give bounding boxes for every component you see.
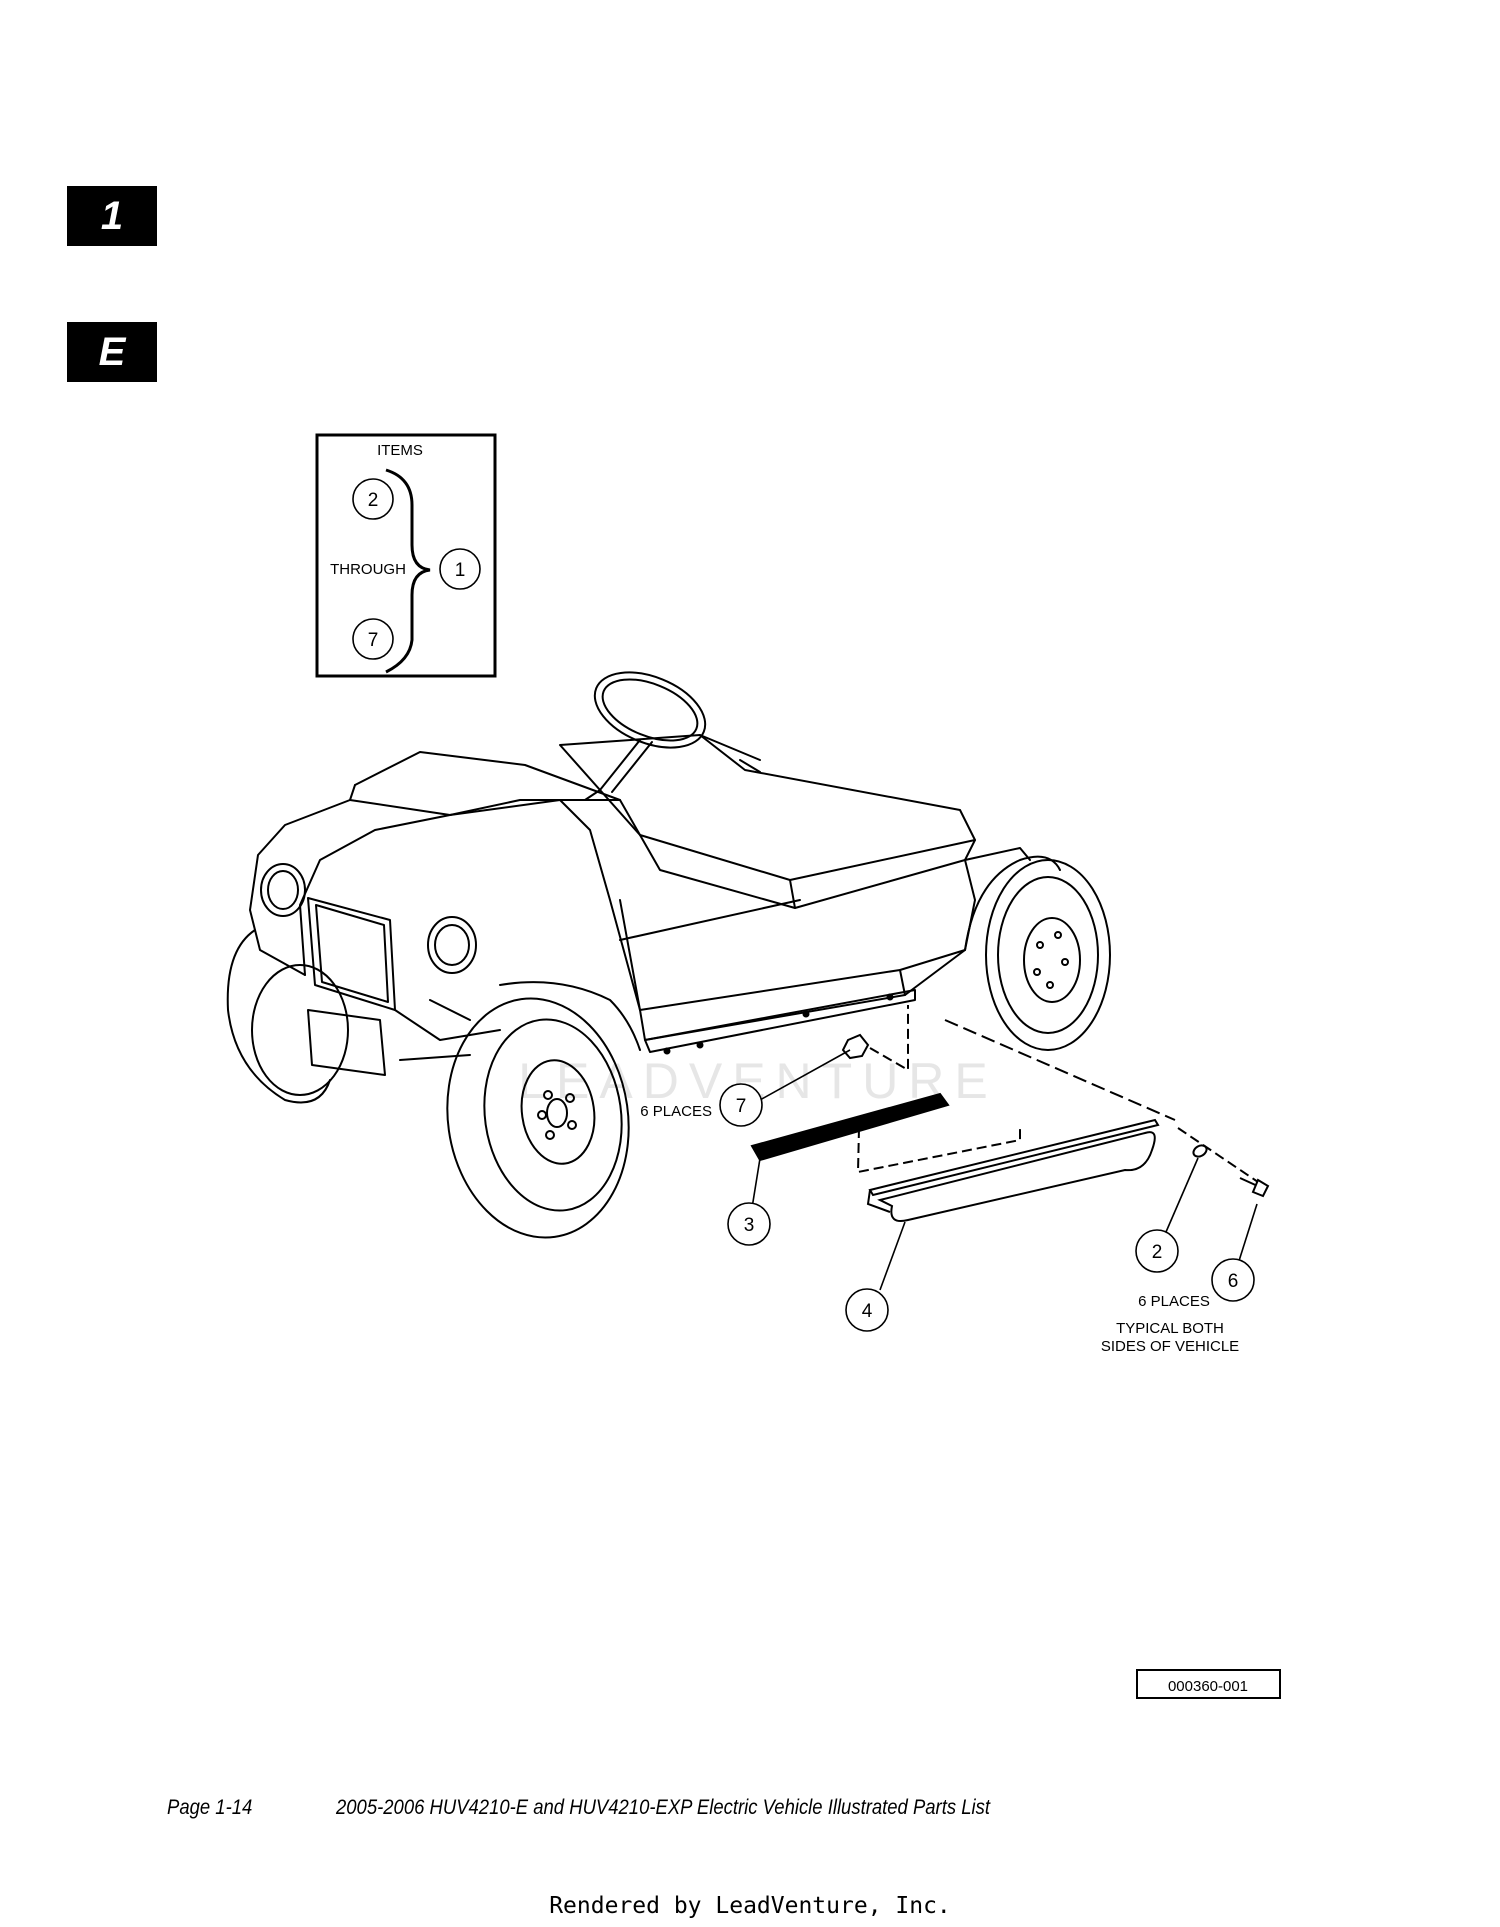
figure-id-box: 000360-001: [1136, 1669, 1281, 1699]
footer-document-title: 2005-2006 HUV4210-E and HUV4210-EXP Elec…: [336, 1796, 990, 1819]
callout-6: 6: [1211, 1258, 1255, 1302]
note-six-places-left: 6 PLACES: [640, 1103, 712, 1120]
trim-strip: [750, 1092, 950, 1162]
inset-callout-1: [439, 548, 481, 590]
callout-3-label: 3: [744, 1215, 755, 1236]
callout-6-label: 6: [1228, 1271, 1239, 1292]
callout-7: 7: [719, 1083, 763, 1127]
callout-4: 4: [845, 1288, 889, 1332]
inset-callout-7-label: 7: [368, 630, 379, 651]
items-inset: ITEMS 2 THROUGH 7 1: [315, 433, 497, 678]
callout-3: 3: [727, 1202, 771, 1246]
figure-id: 000360-001: [1168, 1678, 1248, 1695]
footer-page-number: Page 1-14: [167, 1796, 253, 1819]
note-typical-line2: SIDES OF VEHICLE: [1101, 1338, 1239, 1355]
exploded-parts: [750, 1005, 1270, 1222]
inset-callout-2-label: 2: [368, 490, 379, 511]
callout-7-label: 7: [736, 1096, 747, 1117]
callout-2-label: 2: [1152, 1242, 1163, 1263]
inset-callout-7: [352, 618, 394, 660]
callout-4-label: 4: [862, 1301, 873, 1322]
note-typical-line1: TYPICAL BOTH: [1116, 1320, 1224, 1337]
inset-callout-2: [352, 478, 394, 520]
vehicle-illustration: [226, 671, 1111, 1239]
leader-lines: [751, 1049, 1258, 1291]
inset-title: ITEMS: [377, 442, 423, 459]
note-six-places-right: 6 PLACES: [1138, 1293, 1210, 1310]
section-tab-letter: E: [67, 322, 157, 382]
brace: [385, 468, 431, 674]
inset-callout-1-label: 1: [455, 560, 466, 581]
section-tab-number: 1: [67, 186, 157, 246]
rendered-by-credit: Rendered by LeadVenture, Inc.: [549, 1893, 951, 1919]
callout-2: 2: [1135, 1229, 1179, 1273]
inset-through: THROUGH: [330, 561, 406, 578]
